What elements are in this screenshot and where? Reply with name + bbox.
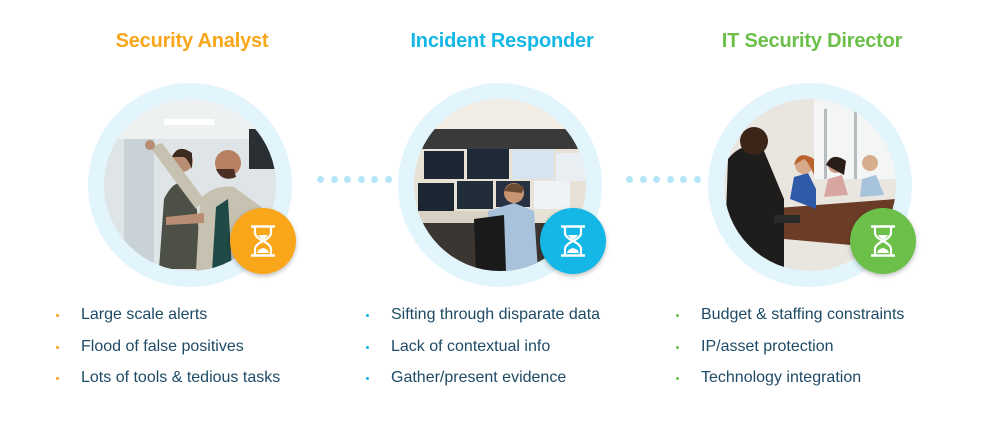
connector-dot bbox=[693, 176, 701, 183]
connector-dot bbox=[626, 176, 633, 183]
list-item: IP/asset protection bbox=[672, 337, 904, 369]
list-item: Budget & staffing constraints bbox=[672, 305, 904, 337]
hourglass-icon bbox=[251, 225, 275, 257]
bullet-icon bbox=[676, 314, 679, 317]
connector-dots bbox=[317, 176, 392, 183]
connector-dot bbox=[317, 176, 324, 183]
connector-dot bbox=[357, 176, 365, 183]
list-item: Sifting through disparate data bbox=[362, 305, 600, 337]
connector-dot bbox=[344, 176, 351, 183]
persona-photo bbox=[414, 99, 586, 271]
persona-it-security-director: IT Security Director bbox=[652, 0, 972, 425]
bullet-icon bbox=[56, 345, 59, 349]
list-item: Gather/present evidence bbox=[362, 368, 600, 400]
bullet-icon bbox=[366, 377, 369, 380]
persona-photo-ring bbox=[88, 83, 296, 287]
connector-dot bbox=[384, 176, 392, 183]
connector-dot bbox=[371, 176, 378, 183]
connector-dot bbox=[639, 176, 647, 183]
hourglass-icon bbox=[561, 225, 585, 257]
bullet-icon bbox=[366, 314, 369, 317]
persona-title: IT Security Director bbox=[721, 30, 903, 52]
connector-dots bbox=[626, 176, 701, 183]
connector-dot bbox=[330, 176, 338, 183]
list-item: Large scale alerts bbox=[52, 305, 280, 337]
persona-title: Security Analyst bbox=[115, 30, 269, 52]
status-badge bbox=[230, 208, 296, 274]
pain-points-list: Large scale alerts Flood of false positi… bbox=[52, 305, 280, 400]
persona-photo-ring bbox=[398, 83, 606, 287]
bullet-icon bbox=[56, 314, 59, 317]
status-badge bbox=[850, 208, 916, 274]
list-item: Lots of tools & tedious tasks bbox=[52, 368, 280, 400]
connector-dot bbox=[653, 176, 660, 183]
bullet-icon bbox=[676, 377, 679, 380]
bullet-icon bbox=[366, 345, 369, 349]
persona-title: Incident Responder bbox=[410, 30, 594, 52]
list-item: Lack of contextual info bbox=[362, 337, 600, 369]
hourglass-icon bbox=[871, 225, 895, 257]
list-item: Flood of false positives bbox=[52, 337, 280, 369]
persona-security-analyst: Security Analyst bbox=[32, 0, 352, 425]
pain-points-list: Budget & staffing constraints IP/asset p… bbox=[672, 305, 904, 400]
bullet-icon bbox=[676, 345, 679, 349]
status-badge bbox=[540, 208, 606, 274]
connector-dot bbox=[680, 176, 687, 183]
connector-dot bbox=[666, 176, 674, 183]
persona-photo-ring bbox=[708, 83, 916, 287]
pain-points-list: Sifting through disparate data Lack of c… bbox=[362, 305, 600, 400]
persona-incident-responder: Incident Responder bbox=[342, 0, 662, 425]
bullet-icon bbox=[56, 377, 59, 380]
list-item: Technology integration bbox=[672, 368, 904, 400]
